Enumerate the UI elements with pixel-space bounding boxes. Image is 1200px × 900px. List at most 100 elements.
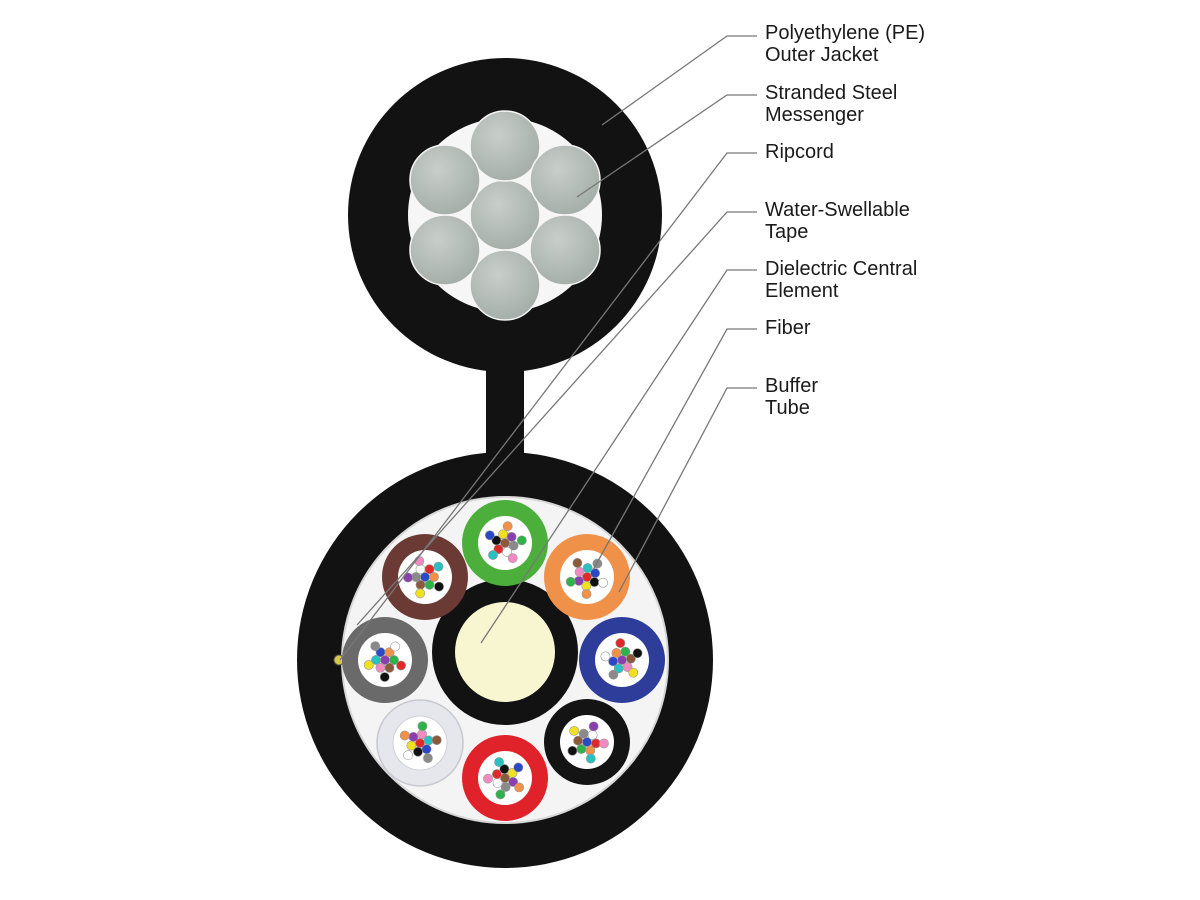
label-fiber: Fiber — [765, 317, 811, 339]
fiber — [626, 653, 636, 664]
leader-fiber — [592, 328, 757, 571]
fiber — [389, 655, 399, 665]
fiber — [514, 782, 525, 793]
fiber — [371, 655, 381, 665]
label-stranded-steel-messenger: Stranded Steel Messenger — [765, 82, 903, 126]
fiber — [379, 672, 390, 682]
label-dielectric-central-element: Dielectric Central Element — [765, 258, 923, 302]
buffer-tube-green-tube — [462, 500, 548, 586]
buffer-tube-white-tube — [376, 699, 464, 787]
fiber — [399, 730, 410, 741]
fiber — [620, 646, 631, 657]
fiber — [608, 656, 618, 667]
fiber — [408, 731, 419, 742]
fiber — [581, 589, 592, 599]
fiber — [424, 579, 435, 590]
fiber — [502, 521, 513, 532]
leader-lines — [339, 35, 757, 661]
buffer-tube-gray-tube — [342, 617, 428, 703]
fiber — [574, 567, 585, 577]
fiber — [582, 563, 593, 573]
fiber — [484, 530, 495, 541]
leader-water-swellable-tape — [356, 211, 757, 626]
fiber — [396, 660, 406, 671]
fiber — [572, 558, 583, 568]
fiber — [632, 648, 643, 659]
leader-dielectric-central-element — [480, 269, 757, 644]
buffer-tube-blue-tube — [579, 617, 665, 703]
fiber — [598, 577, 608, 588]
fiber — [628, 667, 639, 678]
fiber — [492, 769, 502, 779]
steel-wire — [529, 214, 601, 286]
steel-wire — [409, 144, 481, 216]
fiber — [406, 740, 417, 751]
fiber — [578, 728, 589, 739]
fiber — [417, 721, 428, 732]
callout-labels: Polyethylene (PE) Outer Jacket Stranded … — [765, 22, 931, 419]
fiber — [415, 564, 426, 575]
fiber — [507, 553, 518, 564]
stranded-steel-messenger — [409, 110, 601, 321]
buffer-tube-black-tube — [544, 699, 630, 785]
leader-stranded-steel-messenger — [576, 94, 757, 198]
fiber — [567, 745, 578, 756]
fiber — [499, 764, 510, 774]
label-pe-outer-jacket: Polyethylene (PE) Outer Jacket — [765, 22, 931, 66]
fiber — [516, 535, 527, 546]
fiber — [590, 568, 601, 579]
fiber — [429, 572, 439, 582]
fiber — [390, 641, 401, 652]
fiber — [611, 648, 622, 658]
fiber — [573, 735, 584, 746]
fiber — [424, 564, 435, 575]
buffer-tube-orange-tube — [544, 534, 630, 620]
steel-wire — [469, 110, 541, 182]
label-ripcord: Ripcord — [765, 141, 834, 163]
fiber — [363, 660, 374, 670]
fiber — [506, 531, 517, 542]
fiber — [513, 762, 524, 773]
fiber — [585, 753, 596, 764]
fiber — [600, 651, 611, 662]
fiber — [599, 738, 609, 749]
steel-wire — [529, 144, 601, 216]
buffer-tube-brown-tube — [382, 534, 468, 620]
fiber — [433, 561, 444, 572]
fiber — [483, 773, 493, 784]
label-water-swellable-tape: Water-Swellable Tape — [765, 199, 915, 243]
fiber — [434, 581, 444, 592]
fiber — [565, 576, 576, 587]
fiber — [573, 575, 584, 586]
fiber — [423, 753, 433, 763]
fiber — [615, 638, 626, 648]
fiber — [431, 735, 442, 746]
fiber — [491, 535, 502, 546]
steel-wire — [409, 214, 481, 286]
fiber — [384, 662, 395, 673]
fiber — [498, 529, 508, 540]
fiber — [508, 777, 518, 787]
fiber — [588, 721, 599, 732]
label-buffer-tube: Buffer Tube — [765, 375, 824, 419]
fiber — [403, 750, 414, 761]
steel-wire — [469, 179, 541, 251]
fiber — [415, 588, 426, 599]
steel-wire — [469, 249, 541, 321]
fiber — [370, 641, 381, 651]
fiber — [569, 725, 580, 736]
fiber — [608, 669, 619, 680]
leader-ripcord — [339, 152, 757, 661]
fiber — [488, 550, 498, 560]
leader-buffer-tube — [618, 387, 757, 593]
dielectric-central-element — [455, 602, 555, 702]
fiber — [492, 778, 503, 788]
fiber — [613, 663, 624, 674]
fiber — [589, 577, 600, 587]
leader-pe-outer-jacket — [601, 35, 757, 126]
fiber — [494, 757, 504, 767]
fiber — [500, 782, 511, 792]
fiber — [423, 735, 434, 746]
fiber — [421, 744, 432, 755]
